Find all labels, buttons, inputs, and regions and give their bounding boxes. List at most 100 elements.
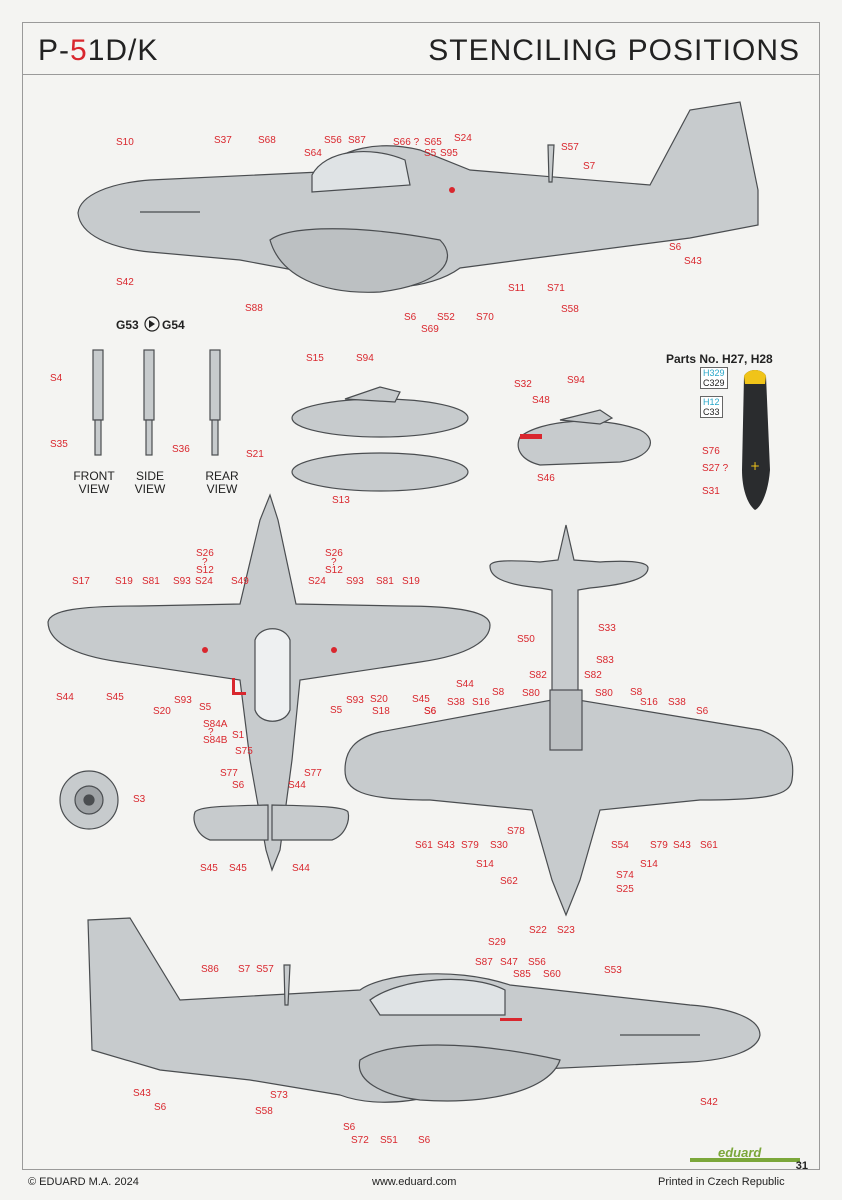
eduard-logo: eduard bbox=[718, 1145, 762, 1160]
stencil-label: S6 bbox=[404, 312, 417, 323]
stencil-label: S62 bbox=[500, 876, 518, 887]
stencil-label: S47 bbox=[500, 957, 518, 968]
stencil-label: S82 bbox=[529, 670, 547, 681]
stencil-label: S24 bbox=[195, 576, 213, 587]
stencil-label: S76 bbox=[702, 446, 720, 457]
stencil-label: S94 bbox=[567, 375, 585, 386]
stencil-label: S6 bbox=[343, 1122, 356, 1133]
stencil-label: S24 bbox=[454, 133, 472, 144]
stencil-label: S43 bbox=[673, 840, 691, 851]
stencil-label: S35 bbox=[50, 439, 68, 450]
stencil-label: S65 bbox=[424, 137, 442, 148]
stencil-label: S51 bbox=[380, 1135, 398, 1146]
stencil-label: S75 bbox=[235, 746, 253, 757]
stencil-label: S14 bbox=[476, 859, 494, 870]
stencil-label: S80 bbox=[522, 688, 540, 699]
stencil-label: S57 bbox=[561, 142, 579, 153]
stencil-label: ? bbox=[208, 727, 214, 738]
stencil-label: S93 bbox=[174, 695, 192, 706]
stencil-label: ? bbox=[202, 557, 208, 568]
stencil-label: S44 bbox=[288, 780, 306, 791]
stencil-label: S43 bbox=[684, 256, 702, 267]
stencil-label: S78 bbox=[507, 826, 525, 837]
stencil-label: S80 bbox=[595, 688, 613, 699]
stencil-label: S42 bbox=[116, 277, 134, 288]
stencil-label: S20 bbox=[370, 694, 388, 705]
stencil-label: S24 bbox=[308, 576, 326, 587]
stencil-label: S37 bbox=[214, 135, 232, 146]
stencil-label: S5 bbox=[330, 705, 343, 716]
stencil-label: S83 bbox=[596, 655, 614, 666]
stencil-label: S8 bbox=[630, 687, 643, 698]
stencil-label: S56 bbox=[324, 135, 342, 146]
stencil-label: S22 bbox=[529, 925, 547, 936]
stencil-label: S3 bbox=[133, 794, 146, 805]
stencil-label: S42 bbox=[700, 1097, 718, 1108]
stencil-label: S84A bbox=[203, 719, 228, 730]
stencil-label: S84B bbox=[203, 735, 228, 746]
stencil-label: S93 bbox=[346, 695, 364, 706]
stencil-label: S45 bbox=[106, 692, 124, 703]
plan-view-upper bbox=[47, 493, 491, 872]
stencil-label: S79 bbox=[461, 840, 479, 851]
page-number: 31 bbox=[795, 1160, 808, 1172]
stencil-label: S26 bbox=[196, 548, 214, 559]
footer-copyright: © EDUARD M.A. 2024 bbox=[28, 1176, 139, 1188]
red-markings bbox=[202, 187, 542, 1021]
page-title-right: STENCILING POSITIONS bbox=[428, 34, 800, 67]
stencil-label: S19 bbox=[115, 576, 133, 587]
stencil-label: S56 bbox=[528, 957, 546, 968]
stencil-label: S6 bbox=[696, 706, 709, 717]
stencil-label: S61 bbox=[700, 840, 718, 851]
stencil-label: S86 bbox=[201, 964, 219, 975]
drop-tanks bbox=[291, 386, 651, 492]
stencil-label: S10 bbox=[116, 137, 134, 148]
gear-heading-right: G54 bbox=[162, 318, 185, 332]
stencil-label: S1 bbox=[232, 730, 245, 741]
stencil-label: S14 bbox=[640, 859, 658, 870]
stencil-label: S38 bbox=[668, 697, 686, 708]
stencil-label: S61 bbox=[415, 840, 433, 851]
stencil-label: S54 bbox=[611, 840, 629, 851]
stencil-label: S95 bbox=[440, 148, 458, 159]
stencil-label: S70 bbox=[476, 312, 494, 323]
stencil-label: S5 bbox=[199, 702, 212, 713]
stencil-label: S45 bbox=[200, 863, 218, 874]
page-title-left: P-51D/K bbox=[38, 34, 159, 67]
eduard-logo-bar bbox=[690, 1158, 800, 1162]
stencil-label: S81 bbox=[376, 576, 394, 587]
stencil-label: S20 bbox=[153, 706, 171, 717]
stencil-label: S87 bbox=[348, 135, 366, 146]
stencil-label: S57 bbox=[256, 964, 274, 975]
stencil-label: S12 bbox=[325, 565, 343, 576]
stencil-label: S85 bbox=[513, 969, 531, 980]
stencil-label: S43 bbox=[437, 840, 455, 851]
stencil-label: S16 bbox=[472, 697, 490, 708]
stencil-label: S46 bbox=[537, 473, 555, 484]
stencil-label: S5 bbox=[424, 148, 437, 159]
footer-website[interactable]: www.eduard.com bbox=[372, 1176, 457, 1188]
stencil-label: S58 bbox=[255, 1106, 273, 1117]
stencil-label: S6 bbox=[424, 706, 437, 717]
stencil-label: S6 bbox=[669, 242, 682, 253]
stencil-label: S79 bbox=[650, 840, 668, 851]
stencil-label: S87 bbox=[475, 957, 493, 968]
svg-text:+: + bbox=[750, 459, 760, 473]
stencil-label: S69 bbox=[421, 324, 439, 335]
stencil-label: S33 bbox=[598, 623, 616, 634]
stencil-label: S88 bbox=[245, 303, 263, 314]
stencil-label: S71 bbox=[547, 283, 565, 294]
stencil-label: S77 bbox=[220, 768, 238, 779]
stencil-label: S43 bbox=[133, 1088, 151, 1099]
stencil-label: S72 bbox=[351, 1135, 369, 1146]
footer-printed: Printed in Czech Republic bbox=[658, 1176, 785, 1188]
stencil-label: S49 bbox=[231, 576, 249, 587]
stencil-label: S53 bbox=[604, 965, 622, 976]
stencil-label: S44 bbox=[292, 863, 310, 874]
